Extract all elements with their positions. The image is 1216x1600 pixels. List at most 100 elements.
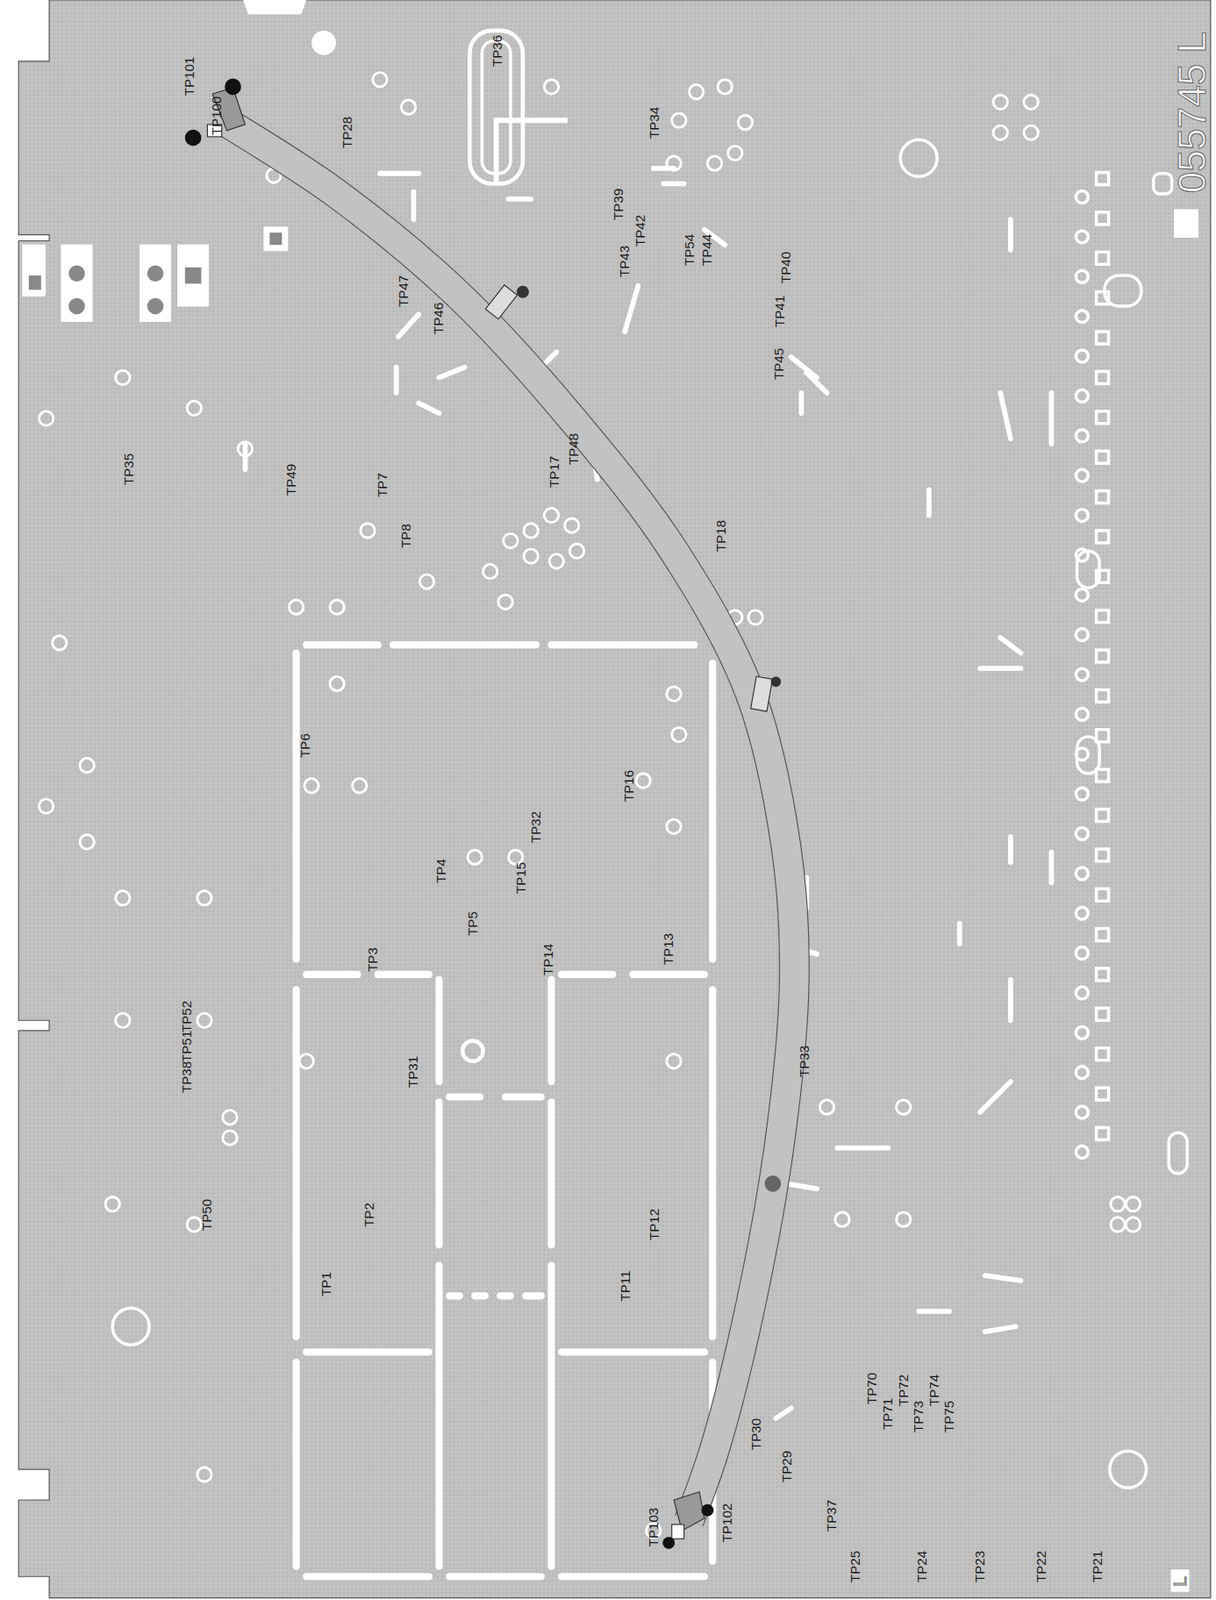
- round-pad: [1075, 987, 1088, 1000]
- test-point-label: TP3: [365, 947, 380, 973]
- via: [186, 400, 201, 415]
- round-pad: [1075, 389, 1088, 402]
- via: [1125, 1197, 1140, 1212]
- test-point-label: TP103: [646, 1508, 660, 1548]
- solder-point: [224, 78, 242, 96]
- via: [79, 835, 94, 850]
- trace: [957, 923, 963, 945]
- mounting-hole: [112, 1308, 150, 1345]
- coax-cable: [227, 122, 795, 1522]
- logo: [1171, 1569, 1190, 1593]
- test-point-label: TP38: [179, 1061, 194, 1094]
- test-point-label: TP29: [780, 1451, 794, 1483]
- test-point-label: TP72: [896, 1374, 910, 1407]
- via: [543, 79, 558, 94]
- trace: [806, 372, 827, 394]
- cable-clip: [485, 285, 517, 320]
- square-pad: [263, 226, 288, 251]
- round-pad: [1075, 350, 1088, 363]
- via: [52, 636, 67, 651]
- test-point-label: TP6: [298, 733, 312, 759]
- board-marking: 055745 L: [1173, 31, 1212, 194]
- trace: [799, 393, 805, 414]
- test-point-label: TP40: [779, 251, 794, 284]
- square-pad: [1096, 212, 1109, 225]
- via: [569, 543, 584, 558]
- square-pad: [1096, 530, 1109, 544]
- test-point-label: TP36: [490, 35, 504, 67]
- via: [666, 686, 681, 701]
- oval-pad: [1077, 173, 1188, 1174]
- test-point-label: TP74: [927, 1374, 941, 1407]
- via: [419, 574, 434, 589]
- via: [993, 125, 1008, 140]
- trace: [836, 1145, 888, 1152]
- test-point-label: TP31: [407, 1056, 421, 1088]
- test-point-label: TP11: [619, 1271, 633, 1302]
- via: [1110, 1197, 1125, 1212]
- test-point-label: TP28: [340, 116, 354, 149]
- mounting-hole: [1109, 1451, 1147, 1488]
- test-point-label: TP49: [284, 464, 298, 496]
- trace: [243, 443, 249, 470]
- trace: [1008, 836, 1014, 863]
- via: [352, 779, 367, 794]
- via: [79, 758, 94, 773]
- test-point-label: TP54: [682, 234, 696, 266]
- test-point-label: TP102: [720, 1503, 734, 1544]
- via: [38, 799, 53, 814]
- square-pad: [1096, 729, 1109, 743]
- via: [1125, 1217, 1140, 1232]
- solder-point: [700, 1504, 714, 1517]
- via: [360, 523, 375, 538]
- round-pad: [1075, 191, 1088, 204]
- via: [1023, 94, 1038, 109]
- square-pad: [1096, 929, 1109, 942]
- via: [503, 533, 518, 548]
- via: [105, 1197, 120, 1212]
- square-pad: [1096, 331, 1109, 344]
- round-pad: [1075, 907, 1088, 920]
- via: [186, 1217, 201, 1232]
- round-pad: [1075, 668, 1088, 681]
- via: [523, 523, 538, 538]
- test-point-label: TP16: [622, 770, 636, 802]
- via: [329, 676, 344, 691]
- round-pad: [1075, 1106, 1088, 1119]
- via: [543, 507, 558, 523]
- trace: [653, 165, 674, 172]
- solder-point: [185, 129, 202, 147]
- via: [222, 1130, 237, 1145]
- via: [197, 1467, 212, 1482]
- square-pad: [1096, 450, 1109, 464]
- square-pad: [1096, 849, 1109, 862]
- via: [748, 610, 763, 625]
- test-point-label: TP70: [865, 1373, 879, 1405]
- test-point-label: TP50: [200, 1199, 215, 1231]
- test-point-label: TP39: [612, 188, 626, 221]
- via: [1110, 1217, 1125, 1232]
- test-point-label: TP43: [618, 245, 632, 278]
- cable-clip: [751, 676, 773, 712]
- round-pad: [1075, 429, 1088, 443]
- test-point-label: TP13: [662, 933, 676, 966]
- square-pad: [1096, 1127, 1109, 1140]
- test-point-label: TP4: [434, 858, 448, 884]
- board-notch: [243, 0, 307, 15]
- via: [299, 1054, 314, 1069]
- trace: [985, 1275, 1022, 1281]
- trace: [379, 171, 419, 177]
- round-pad: [1075, 947, 1088, 960]
- square-pad: [1096, 172, 1109, 186]
- connector-pads: [22, 244, 209, 322]
- via: [717, 79, 732, 94]
- mounting-hole: [311, 30, 337, 56]
- trace: [775, 1408, 791, 1419]
- square-pad: [1096, 888, 1109, 902]
- cable-clip: [516, 286, 530, 299]
- test-point-label: TP5: [465, 911, 480, 937]
- trace: [985, 1326, 1016, 1332]
- round-pad: [1075, 708, 1088, 721]
- test-point-label: TP45: [772, 348, 786, 380]
- square-pad: [1096, 1087, 1109, 1101]
